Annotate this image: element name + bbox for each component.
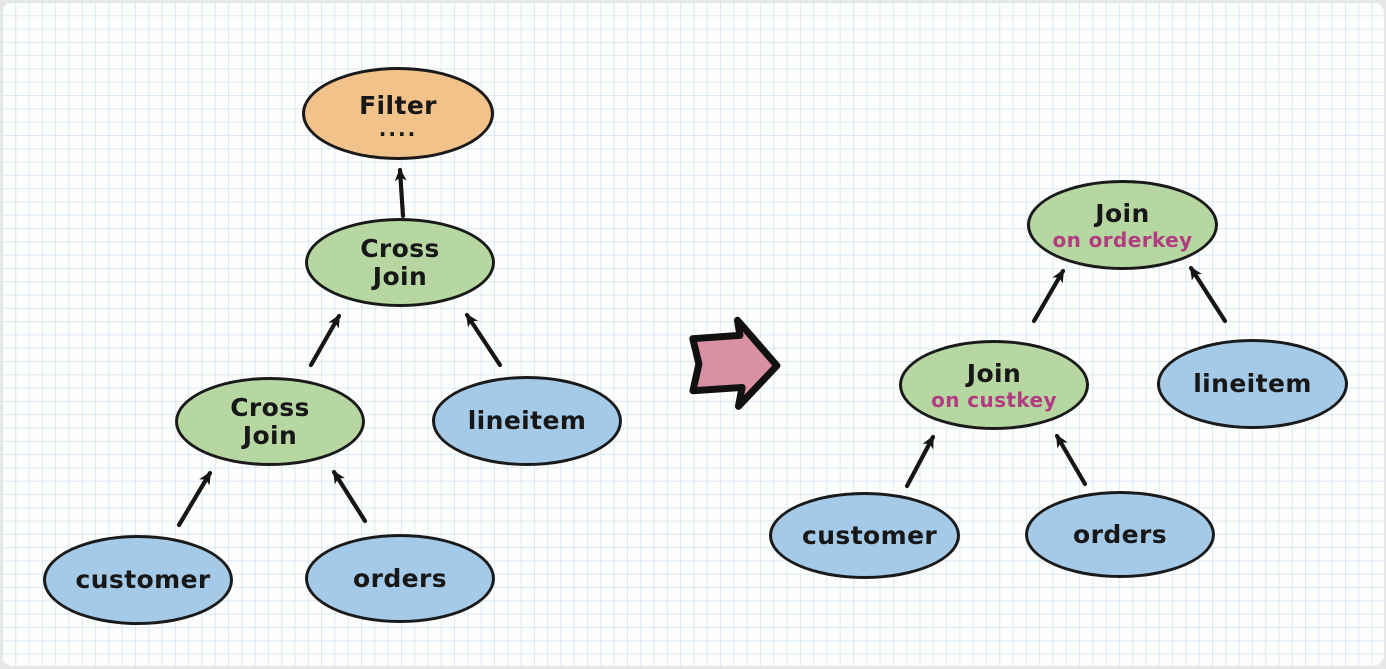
- rewrite-arrow-icon: [689, 316, 781, 410]
- lineitem-right-label: lineitem: [1193, 369, 1312, 398]
- orders-left-label: orders: [353, 563, 447, 593]
- edge-customer-to-crossjoin2: [176, 470, 213, 528]
- join-orderkey-condition: on orderkey: [1052, 227, 1193, 252]
- edge-orders-to-joincustkey: [1054, 433, 1088, 487]
- cross-join-lower-node: Cross Join: [175, 377, 365, 466]
- join-custkey-condition: on custkey: [931, 387, 1057, 412]
- customer-right-label: customer: [802, 520, 938, 550]
- lineitem-table-node-left: lineitem: [432, 376, 622, 466]
- filter-node: Filter ....: [302, 67, 494, 160]
- join-orderkey-label: Join: [1095, 198, 1150, 228]
- customer-table-node-left: customer: [43, 535, 233, 625]
- filter-node-ellipsis: ....: [378, 116, 418, 141]
- customer-table-node-right: customer: [769, 492, 960, 579]
- edge-orders-to-crossjoin2: [331, 469, 368, 524]
- lineitem-left-label: lineitem: [467, 406, 587, 435]
- edge-crossjoin-to-filter: [394, 167, 407, 219]
- join-custkey-label: Join: [966, 358, 1022, 388]
- cross-join-lower-label: Cross Join: [230, 392, 310, 450]
- edge-customer-to-joincustkey: [904, 434, 936, 489]
- filter-node-label: Filter: [359, 90, 437, 120]
- edge-lineitem-to-crossjoin: [464, 312, 503, 368]
- customer-left-label: customer: [75, 565, 211, 594]
- cross-join-upper-label: Cross Join: [360, 233, 440, 291]
- orders-table-node-right: orders: [1025, 491, 1215, 578]
- cross-join-upper-node: Cross Join: [305, 218, 495, 307]
- join-on-orderkey-node: Join on orderkey: [1027, 180, 1218, 270]
- edge-lineitem-to-joinorderkey: [1188, 265, 1228, 324]
- lineitem-table-node-right: lineitem: [1157, 339, 1348, 429]
- orders-table-node-left: orders: [305, 534, 495, 623]
- join-on-custkey-node: Join on custkey: [899, 340, 1089, 430]
- orders-right-label: orders: [1073, 519, 1167, 549]
- edge-joincustkey-to-joinorderkey: [1031, 268, 1066, 324]
- edge-crossjoin2-to-crossjoin: [308, 313, 342, 368]
